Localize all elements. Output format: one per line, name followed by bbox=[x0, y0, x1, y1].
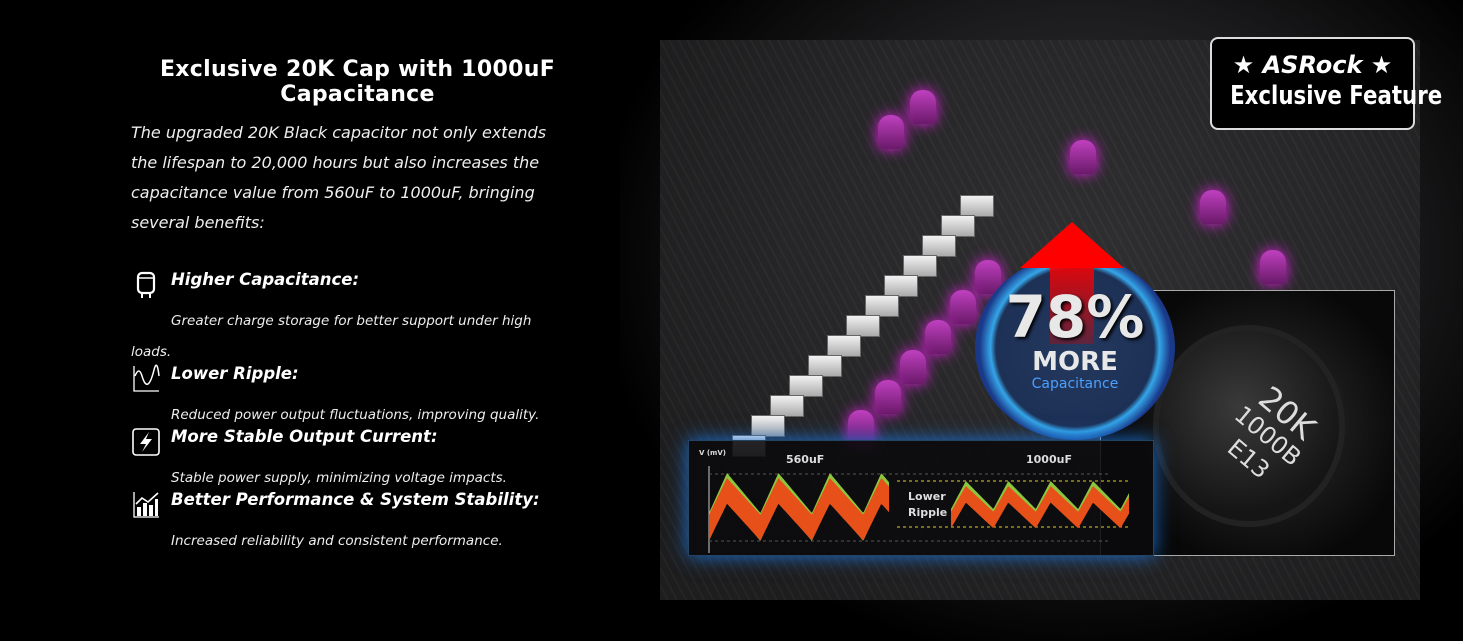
up-arrow-stem bbox=[1050, 266, 1094, 344]
choke bbox=[960, 195, 994, 217]
lower-ripple-annotation: Lower Ripple bbox=[908, 489, 947, 521]
product-visual: ★ ASRock ★ Exclusive Feature 20K 1000B E… bbox=[620, 0, 1463, 641]
lightning-icon bbox=[132, 428, 160, 456]
choke bbox=[808, 355, 842, 377]
capacitor bbox=[878, 115, 904, 149]
y-axis-label: V (mV) bbox=[699, 449, 726, 457]
choke bbox=[846, 315, 880, 337]
benefit-heading: More Stable Output Current: bbox=[171, 427, 438, 446]
benefit-heading: Lower Ripple: bbox=[171, 364, 299, 383]
choke bbox=[751, 415, 785, 437]
capacitor-top: 20K 1000B E13 bbox=[1159, 331, 1339, 521]
ripple-band bbox=[709, 478, 889, 541]
capacitor bbox=[848, 410, 874, 444]
annotation-line: Lower bbox=[908, 490, 946, 503]
percent-value: 78% bbox=[1005, 283, 1145, 351]
benefit-description: Reduced power output fluctuations, impro… bbox=[171, 407, 540, 423]
benefit-heading: Higher Capacitance: bbox=[171, 270, 360, 289]
up-arrow-icon bbox=[1020, 222, 1124, 268]
ripple-chart: V (mV) 560uF 1000uF Lower Ripple bbox=[688, 440, 1154, 556]
capacitor-marking: 20K 1000B E13 bbox=[1209, 377, 1326, 496]
asrock-logo: ★ ASRock ★ bbox=[1232, 51, 1393, 79]
benefit-description: Greater charge storage for better suppor… bbox=[131, 313, 532, 360]
label-1000uf: 1000uF bbox=[1026, 453, 1072, 466]
intro-paragraph: The upgraded 20K Black capacitor not onl… bbox=[131, 123, 547, 232]
choke bbox=[827, 335, 861, 357]
benefit-description: Stable power supply, minimizing voltage … bbox=[171, 470, 507, 486]
capacitor bbox=[925, 320, 951, 354]
asrock-exclusive-badge: ★ ASRock ★ Exclusive Feature bbox=[1210, 37, 1443, 130]
capacitor-icon bbox=[136, 271, 156, 298]
choke bbox=[884, 275, 918, 297]
growth-chart-icon bbox=[133, 492, 159, 518]
choke bbox=[865, 295, 899, 317]
benefit-description: Increased reliability and consistent per… bbox=[171, 533, 503, 549]
benefit-heading: Better Performance & System Stability: bbox=[171, 490, 540, 509]
capacitor bbox=[875, 380, 901, 414]
ripple-waveforms bbox=[708, 466, 1129, 553]
choke bbox=[770, 395, 804, 417]
more-label: MORE bbox=[1032, 347, 1118, 377]
ripple-wave-icon bbox=[133, 364, 160, 392]
capacitance-label: Capacitance bbox=[1031, 376, 1119, 392]
label-560uf: 560uF bbox=[786, 453, 825, 466]
capacitor bbox=[910, 90, 936, 124]
badge-label: Exclusive Feature bbox=[1230, 81, 1443, 111]
capacitance-callout: 78% MORE Capacitance bbox=[975, 255, 1175, 440]
choke bbox=[903, 255, 937, 277]
ripple-band bbox=[951, 486, 1129, 529]
choke bbox=[789, 375, 823, 397]
choke bbox=[941, 215, 975, 237]
annotation-line: Ripple bbox=[908, 506, 948, 519]
capacitor bbox=[1260, 250, 1286, 284]
capacitor bbox=[900, 350, 926, 384]
section-title: Exclusive 20K Cap with 1000uF Capacitanc… bbox=[159, 57, 556, 107]
capacitor bbox=[950, 290, 976, 324]
capacitor bbox=[1070, 140, 1096, 174]
capacitor bbox=[1200, 190, 1226, 224]
choke bbox=[922, 235, 956, 257]
